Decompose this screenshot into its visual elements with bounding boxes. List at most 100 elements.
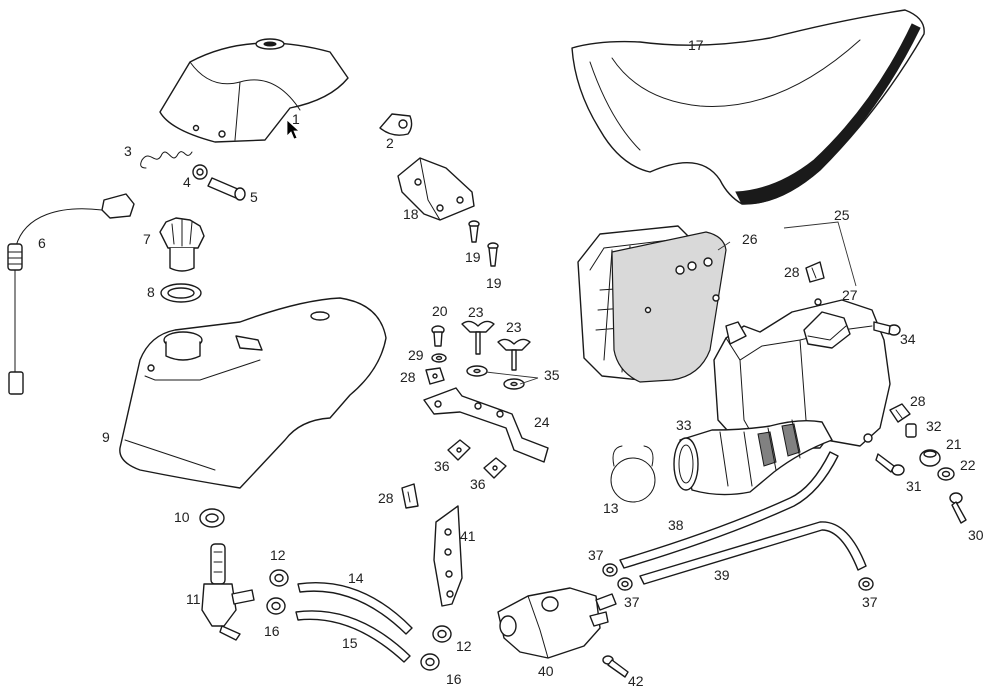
part-number-label: 29 bbox=[408, 347, 424, 363]
part-wing-screw-23a bbox=[461, 320, 495, 355]
part-number-label: 7 bbox=[143, 231, 151, 247]
part-number-label: 4 bbox=[183, 174, 191, 190]
part-number-label: 30 bbox=[968, 527, 984, 543]
part-hose-15 bbox=[295, 610, 411, 663]
part-number-label: 12 bbox=[270, 547, 286, 563]
part-air-filter bbox=[577, 225, 727, 383]
part-clip-36a bbox=[447, 439, 471, 461]
part-bolt-30 bbox=[949, 492, 967, 524]
part-number-label: 36 bbox=[434, 458, 450, 474]
leader-lines bbox=[485, 221, 857, 385]
part-clamp-16a bbox=[266, 597, 286, 615]
part-washer-29 bbox=[431, 353, 447, 363]
part-number-label: 28 bbox=[910, 393, 926, 409]
part-number-label: 28 bbox=[400, 369, 416, 385]
part-bracket-rail bbox=[423, 387, 549, 463]
part-number-label: 20 bbox=[432, 303, 448, 319]
part-tank-cover bbox=[159, 38, 349, 143]
part-air-box-cap bbox=[803, 311, 851, 349]
part-spring-clip bbox=[610, 445, 656, 503]
part-clamp-37a bbox=[602, 563, 618, 577]
part-clamp-16b bbox=[420, 653, 440, 671]
part-pin bbox=[207, 177, 246, 201]
part-number-label: 32 bbox=[926, 418, 942, 434]
part-number-label: 6 bbox=[38, 235, 46, 251]
part-clamp-12b bbox=[432, 625, 452, 643]
part-number-label: 28 bbox=[784, 264, 800, 280]
part-number-label: 8 bbox=[147, 284, 155, 300]
part-number-label: 39 bbox=[714, 567, 730, 583]
part-clamp-10 bbox=[199, 508, 225, 528]
part-number-label: 16 bbox=[446, 671, 462, 687]
part-clamp-37b bbox=[617, 577, 633, 591]
part-fuel-cap bbox=[159, 217, 205, 272]
part-number-label: 34 bbox=[900, 331, 916, 347]
part-screw-19b bbox=[487, 242, 499, 267]
part-clamp-37c bbox=[858, 577, 874, 591]
part-bracket-plate bbox=[397, 157, 475, 221]
part-number-label: 19 bbox=[465, 249, 481, 265]
mouse-cursor-icon bbox=[286, 119, 301, 140]
part-clip-36b bbox=[483, 457, 507, 479]
part-number-label: 22 bbox=[960, 457, 976, 473]
part-number-label: 33 bbox=[676, 417, 692, 433]
part-intake-duct bbox=[673, 419, 833, 496]
part-number-label: 28 bbox=[378, 490, 394, 506]
part-number-label: 18 bbox=[403, 206, 419, 222]
part-number-label: 26 bbox=[742, 231, 758, 247]
part-number-label: 11 bbox=[186, 591, 201, 607]
part-washer-35a bbox=[466, 365, 488, 377]
part-number-label: 5 bbox=[250, 189, 258, 205]
part-screw-20 bbox=[431, 325, 445, 347]
part-clip-28a bbox=[425, 367, 445, 385]
part-number-label: 16 bbox=[264, 623, 280, 639]
part-valve-block bbox=[497, 587, 617, 659]
part-number-label: 1 bbox=[292, 111, 300, 127]
part-number-label: 40 bbox=[538, 663, 554, 679]
part-number-label: 41 bbox=[460, 528, 476, 544]
part-number-label: 14 bbox=[348, 570, 364, 586]
part-fuel-tank bbox=[119, 297, 387, 489]
part-screw-19a bbox=[468, 220, 480, 243]
part-wing-screw-23b bbox=[497, 338, 531, 371]
part-number-label: 23 bbox=[468, 304, 484, 320]
part-number-label: 21 bbox=[946, 436, 962, 452]
part-number-label: 15 bbox=[342, 635, 358, 651]
part-spring bbox=[140, 151, 193, 169]
part-number-label: 17 bbox=[688, 37, 704, 53]
part-clip-28b bbox=[401, 483, 419, 509]
part-number-label: 23 bbox=[506, 319, 522, 335]
part-gasket-ring bbox=[160, 283, 202, 303]
part-bolt-34 bbox=[873, 321, 901, 336]
part-number-label: 42 bbox=[628, 673, 644, 689]
part-hose-14 bbox=[297, 582, 413, 635]
part-spacer-32 bbox=[905, 423, 917, 438]
part-fuel-sensor bbox=[7, 193, 135, 395]
part-small-bracket bbox=[379, 113, 413, 136]
part-screw-31 bbox=[875, 453, 905, 476]
part-number-label: 36 bbox=[470, 476, 486, 492]
part-fuel-tap bbox=[201, 543, 255, 641]
part-clip-28c bbox=[805, 261, 825, 283]
part-number-label: 25 bbox=[834, 207, 850, 223]
part-number-label: 37 bbox=[588, 547, 604, 563]
part-bolt-42 bbox=[602, 655, 629, 678]
part-ring-22 bbox=[937, 467, 955, 481]
part-number-label: 31 bbox=[906, 478, 922, 494]
part-number-label: 9 bbox=[102, 429, 110, 445]
part-nut bbox=[192, 164, 208, 180]
part-hose-39 bbox=[639, 521, 867, 585]
part-grommet-21 bbox=[919, 449, 941, 467]
part-number-label: 12 bbox=[456, 638, 472, 654]
part-seat bbox=[571, 9, 925, 205]
part-number-label: 35 bbox=[544, 367, 560, 383]
part-hose-38 bbox=[619, 451, 839, 569]
part-clip-28d bbox=[889, 403, 911, 423]
part-number-label: 38 bbox=[668, 517, 684, 533]
part-clamp-12a bbox=[269, 569, 289, 587]
part-number-label: 2 bbox=[386, 135, 394, 151]
part-number-label: 37 bbox=[862, 594, 878, 610]
